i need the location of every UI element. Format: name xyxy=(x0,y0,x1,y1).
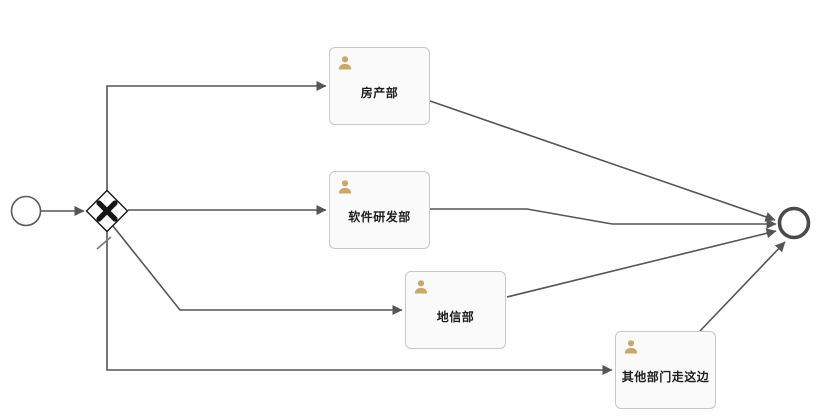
user-icon xyxy=(624,340,638,354)
task-node[interactable]: 软件研发部 xyxy=(329,171,430,249)
flow-gateway-to-task-1[interactable] xyxy=(106,81,327,191)
user-icon xyxy=(338,56,352,70)
flow-task-2-to-end[interactable] xyxy=(430,208,777,229)
user-icon xyxy=(338,180,352,194)
task-label: 其他部门走这边 xyxy=(621,370,710,384)
default-flow-marker xyxy=(96,236,112,250)
flow-task-3-to-end[interactable] xyxy=(506,228,777,298)
user-icon xyxy=(414,280,428,294)
task-node[interactable]: 地信部 xyxy=(405,271,506,349)
task-label: 地信部 xyxy=(436,310,475,324)
flow-gateway-to-task-3[interactable] xyxy=(112,225,403,315)
gateway-x-icon xyxy=(96,200,118,222)
start-event[interactable] xyxy=(10,195,42,227)
task-node[interactable]: 其他部门走这边 xyxy=(615,331,716,409)
flow-task-1-to-end[interactable] xyxy=(429,100,776,222)
task-node[interactable]: 房产部 xyxy=(329,47,430,125)
exclusive-gateway[interactable] xyxy=(85,189,129,233)
task-label: 软件研发部 xyxy=(348,210,411,224)
flow-task-4-to-end[interactable] xyxy=(699,241,786,332)
task-label: 房产部 xyxy=(360,86,399,100)
flow-gateway-to-task-4[interactable] xyxy=(106,231,613,375)
end-event[interactable] xyxy=(777,206,811,240)
